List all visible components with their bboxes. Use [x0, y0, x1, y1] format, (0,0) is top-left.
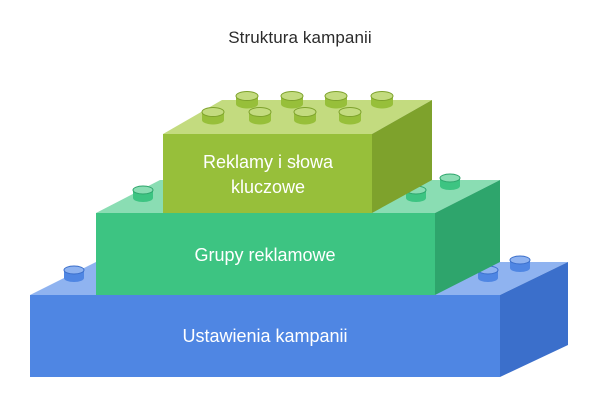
diagram-title: Struktura kampanii [228, 28, 372, 47]
studs [63, 255, 531, 282]
studs [201, 91, 394, 125]
layer-label-ustawienia-kampanii: Ustawienia kampanii [182, 326, 347, 346]
layer-label-reklamy-i-slowa-kluczowe: Reklamy i słowa [203, 152, 334, 172]
studs [132, 173, 461, 202]
layer-label-grupy-reklamowe: Grupy reklamowe [194, 245, 335, 265]
layer-label-reklamy-i-slowa-kluczowe-line2: kluczowe [231, 177, 305, 197]
layer-reklamy-i-slowa-kluczowe: Reklamy i słowa kluczowe [163, 91, 432, 213]
